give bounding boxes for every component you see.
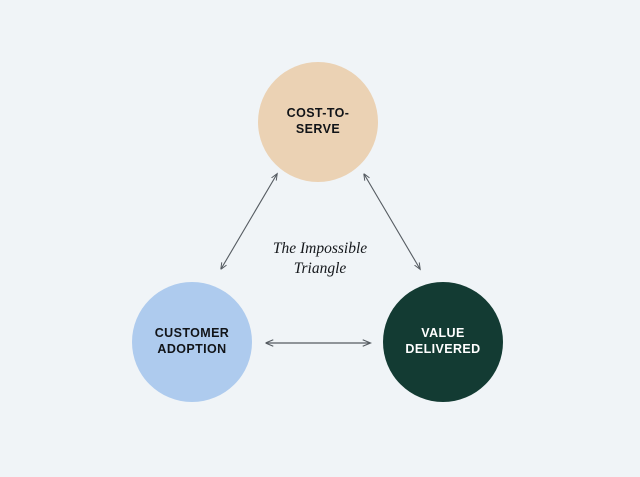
node-customer-adoption[interactable]: CUSTOMER ADOPTION [132, 282, 252, 402]
node-cost-to-serve[interactable]: COST-TO- SERVE [258, 62, 378, 182]
connector-customer-adoption-to-cost-to-serve [221, 174, 277, 269]
connector-cost-to-serve-to-value-delivered [364, 174, 420, 269]
diagram-center-caption: The Impossible Triangle [272, 240, 368, 278]
node-customer-adoption-label: CUSTOMER ADOPTION [154, 326, 230, 356]
node-cost-to-serve-label: COST-TO- SERVE [286, 106, 350, 136]
node-value-delivered-label: VALUE DELIVERED [405, 326, 481, 356]
node-value-delivered[interactable]: VALUE DELIVERED [383, 282, 503, 402]
